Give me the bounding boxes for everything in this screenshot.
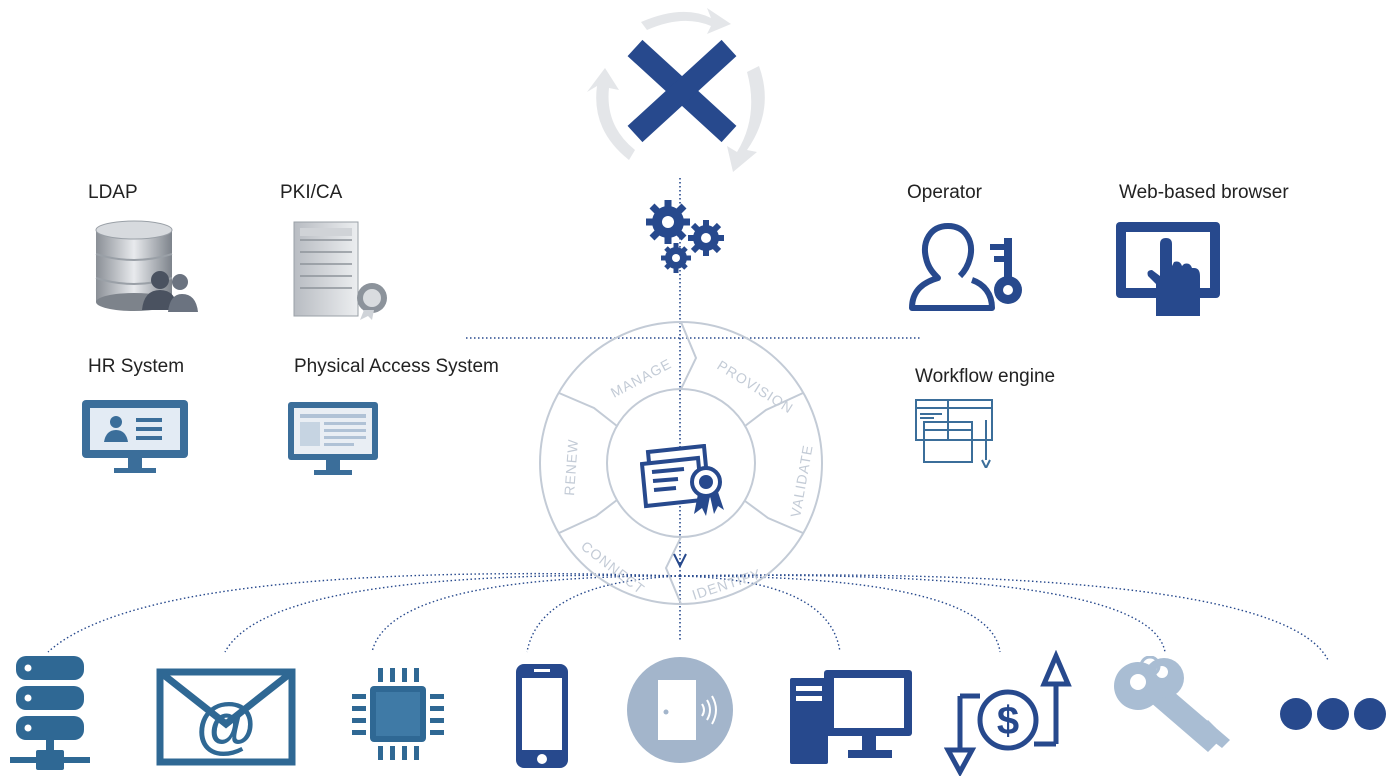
x-logo-icon [627, 39, 737, 143]
monitor-id-card-icon [82, 400, 188, 474]
keys-icon [1110, 656, 1234, 768]
lifecycle-wheel: MANAGE PROVISION VALIDATE IDENTIFY CONNE… [536, 318, 826, 608]
gears-icon [640, 196, 732, 278]
operator-label: Operator [907, 182, 982, 203]
transaction-dollar-icon: $ [944, 650, 1072, 776]
physical-access-system-label: Physical Access System [294, 356, 499, 377]
endpoint-arcs [47, 572, 1329, 661]
smartphone-icon [514, 662, 570, 770]
workflow-engine-label: Workflow engine [915, 366, 1056, 387]
svg-text:$: $ [997, 699, 1019, 743]
ldap-label: LDAP [88, 182, 138, 203]
server-network-icon [8, 654, 92, 772]
database-users-icon [92, 220, 200, 316]
user-key-icon [908, 220, 1032, 316]
lifecycle-renew: RENEW [561, 438, 581, 496]
cycle-arrows-icon [587, 8, 765, 172]
hr-system-label: HR System [88, 356, 185, 377]
down-arrow-marker [672, 546, 688, 568]
lifecycle-validate: VALIDATE [787, 443, 816, 518]
email-icon: @ [156, 668, 296, 766]
svg-text:@: @ [196, 691, 256, 760]
lifecycle-manage: MANAGE [608, 355, 674, 400]
tablet-touch-icon [1116, 222, 1220, 316]
certificate-icon [640, 444, 730, 516]
top-logo [583, 0, 789, 182]
more-icon [1278, 696, 1388, 732]
web-based-browser-label: Web-based browser [1119, 182, 1289, 203]
monitor-document-icon [288, 402, 378, 476]
pki-ca-label: PKI/CA [280, 182, 343, 203]
workflow-windows-icon [914, 398, 996, 468]
server-certificate-icon [290, 220, 390, 320]
chip-icon [350, 666, 446, 762]
desktop-computer-icon [788, 668, 914, 766]
door-nfc-icon [626, 656, 734, 764]
lifecycle-connect: CONNECT [578, 538, 648, 598]
